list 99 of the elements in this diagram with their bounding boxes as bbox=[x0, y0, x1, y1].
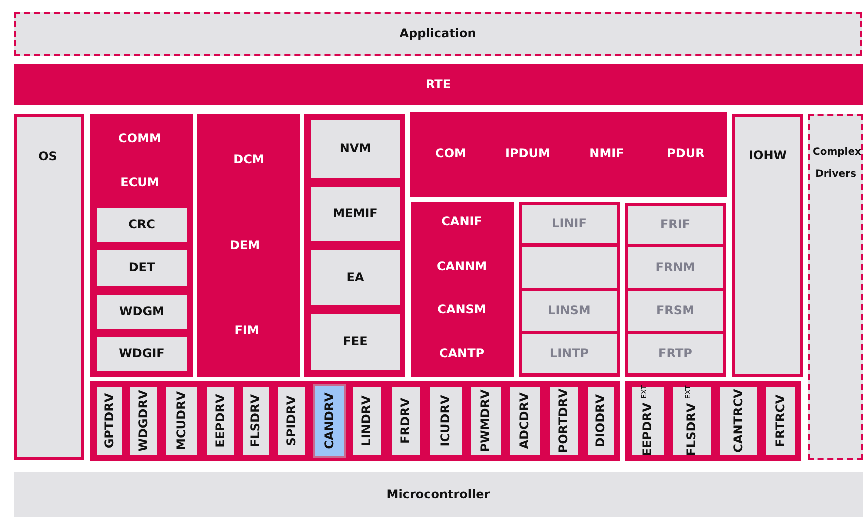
module-label: GPTDRV bbox=[102, 393, 116, 449]
module-label: PORTDRV bbox=[557, 388, 571, 454]
module-label: NVM bbox=[340, 142, 372, 156]
module-label: COMM bbox=[118, 132, 162, 146]
module-box bbox=[628, 206, 723, 244]
module-label: CANIF bbox=[442, 215, 482, 229]
module-label: FRTRCV bbox=[774, 394, 788, 448]
module-box bbox=[94, 384, 125, 458]
module-label: FLSDRV bbox=[249, 394, 263, 448]
module-box bbox=[808, 114, 863, 460]
module-label: CANDRV bbox=[322, 392, 336, 450]
layer-band bbox=[14, 472, 863, 517]
module-label: MEMIF bbox=[333, 207, 378, 221]
module-box bbox=[522, 205, 617, 243]
module-group bbox=[90, 381, 620, 461]
module-label: EEPDRV bbox=[214, 394, 228, 448]
module-box bbox=[308, 117, 403, 181]
module-label: PDUR bbox=[667, 147, 705, 161]
module-label: DET bbox=[128, 261, 156, 275]
module-box bbox=[313, 384, 346, 458]
module-box bbox=[522, 291, 617, 331]
module-box bbox=[522, 247, 617, 288]
module-group bbox=[304, 114, 405, 377]
module-label: Complex Drivers bbox=[813, 146, 859, 182]
module-box bbox=[163, 384, 200, 458]
module-box bbox=[204, 384, 237, 458]
module-label: Microcontroller bbox=[386, 488, 490, 502]
module-box bbox=[427, 384, 465, 458]
module-label: DIODRV bbox=[594, 394, 608, 448]
module-label: FRSM bbox=[656, 304, 695, 318]
module-box bbox=[94, 334, 190, 374]
module-group bbox=[625, 203, 726, 377]
module-group bbox=[519, 202, 620, 377]
module-label: CANTP bbox=[439, 347, 485, 361]
module-label: ICUDRV bbox=[439, 395, 453, 447]
module-box bbox=[275, 384, 308, 458]
module-group bbox=[625, 381, 801, 461]
module-label: CANTRCV bbox=[732, 389, 746, 453]
module-label: FRNM bbox=[656, 260, 696, 274]
module-label: LINSM bbox=[548, 304, 591, 318]
module-box bbox=[94, 247, 190, 289]
module-box bbox=[522, 334, 617, 373]
module-label: IPDUM bbox=[506, 147, 550, 161]
module-box bbox=[547, 384, 581, 458]
module-label: WDGM bbox=[120, 305, 164, 319]
module-label: LINTP bbox=[550, 346, 590, 360]
module-box bbox=[507, 384, 543, 458]
module-label: Application bbox=[400, 27, 476, 41]
module-label: EA bbox=[346, 270, 364, 284]
module-label: CRC bbox=[128, 218, 156, 232]
layer-band bbox=[14, 64, 863, 105]
module-label: WDGDRV bbox=[136, 390, 150, 452]
module-label: FRIF bbox=[660, 218, 691, 232]
module-box bbox=[240, 384, 272, 458]
module-label: COM bbox=[436, 147, 466, 161]
module-box bbox=[14, 114, 84, 460]
module-label: PWMDRV bbox=[479, 390, 493, 452]
module-box bbox=[628, 334, 723, 373]
module-box bbox=[308, 184, 403, 244]
module-box bbox=[308, 247, 403, 308]
module-label: DCM bbox=[234, 153, 264, 167]
module-label: NMIF bbox=[590, 147, 624, 161]
module-box bbox=[629, 384, 667, 458]
module-label: MCUDRV bbox=[174, 392, 188, 450]
layer-band bbox=[14, 12, 862, 56]
module-box bbox=[763, 384, 798, 458]
module-label: FIM bbox=[234, 324, 260, 338]
module-box bbox=[670, 384, 714, 458]
module-label: DEM bbox=[230, 239, 260, 253]
module-label: CANSM bbox=[438, 303, 486, 317]
module-box bbox=[717, 384, 760, 458]
module-label: ECUM bbox=[120, 176, 160, 190]
module-box bbox=[389, 384, 423, 458]
module-box bbox=[628, 247, 723, 288]
module-box bbox=[732, 114, 803, 377]
module-label: FRDRV bbox=[399, 398, 413, 444]
module-box bbox=[197, 114, 300, 377]
module-box bbox=[308, 311, 403, 373]
module-box bbox=[127, 384, 160, 458]
module-label: SPIDRV bbox=[284, 396, 298, 446]
module-box bbox=[411, 202, 514, 377]
module-box bbox=[90, 114, 193, 377]
module-box bbox=[410, 112, 727, 197]
module-label: RTE bbox=[426, 78, 452, 92]
module-label: OS bbox=[38, 150, 58, 164]
module-label: CANNM bbox=[436, 260, 488, 274]
module-box bbox=[94, 205, 190, 245]
module-box bbox=[94, 292, 190, 332]
module-label: FEE bbox=[343, 335, 368, 349]
module-label: IOHW bbox=[749, 149, 787, 163]
module-label: ADCDRV bbox=[518, 392, 532, 450]
module-box bbox=[628, 291, 723, 331]
module-label: WDGIF bbox=[119, 347, 165, 361]
module-box bbox=[585, 384, 617, 458]
module-label: FRTP bbox=[658, 346, 692, 360]
module-label: LINDRV bbox=[360, 396, 374, 446]
module-box bbox=[468, 384, 504, 458]
module-box bbox=[350, 384, 384, 458]
module-label: LINIF bbox=[552, 217, 587, 231]
